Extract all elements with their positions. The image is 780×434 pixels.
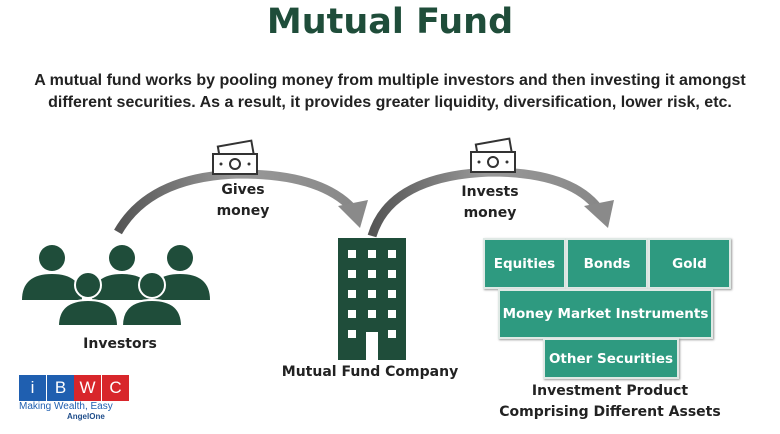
logo-tagline: Making Wealth, Easy — [19, 401, 113, 412]
money-text: money — [216, 203, 270, 219]
gives-text: Gives — [221, 182, 265, 198]
asset-bonds: Bonds — [566, 238, 648, 289]
building-icon — [338, 238, 406, 360]
description: A mutual fund works by pooling money fro… — [34, 72, 746, 111]
logo-letter: C — [102, 375, 129, 401]
asset-other: Other Securities — [543, 338, 679, 379]
company-label: Mutual Fund Company — [281, 364, 459, 380]
invests-text: Invests — [461, 184, 519, 200]
money-text: money — [463, 205, 517, 221]
investors-label: Investors — [83, 336, 157, 352]
product-line1: Investment Product — [531, 383, 689, 399]
logo-letter: B — [47, 375, 74, 401]
angelone-logo: AngelOne — [67, 412, 105, 421]
product-label: Investment Product Comprising Different … — [480, 381, 740, 423]
product-line2: Comprising Different Assets — [499, 404, 721, 420]
asset-gold: Gold — [648, 238, 731, 289]
gives-money-label: Gives money — [203, 180, 283, 222]
logo-letter: i — [19, 375, 47, 401]
page-title: Mutual Fund — [266, 2, 514, 42]
money-icon — [212, 139, 258, 175]
investors-icon — [22, 245, 210, 327]
invests-money-label: Invests money — [450, 182, 530, 224]
money-icon — [470, 137, 516, 173]
asset-equities: Equities — [483, 238, 566, 289]
asset-money-market: Money Market Instruments — [498, 289, 713, 339]
logo-letter: W — [74, 375, 102, 401]
